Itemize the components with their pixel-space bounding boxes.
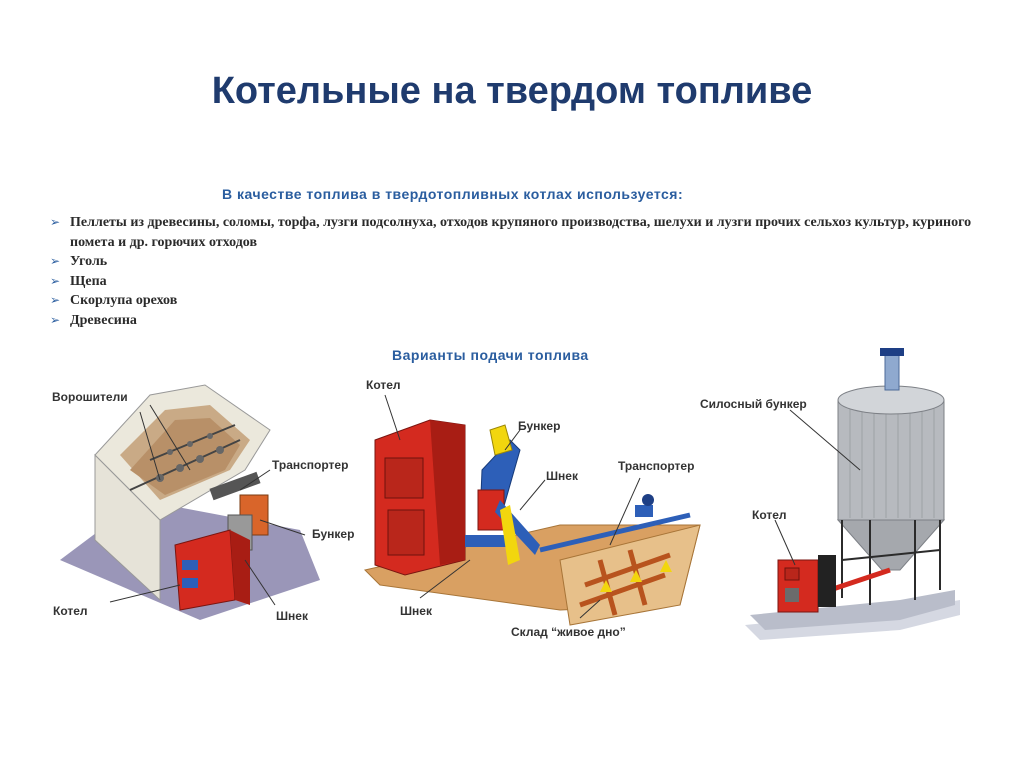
arrow-bullet-icon: ➢ (50, 254, 61, 268)
arrow-bullet-icon: ➢ (50, 312, 61, 327)
arrow-bullet-icon: ➢ (50, 273, 61, 288)
right-diagram-illustration (745, 348, 960, 640)
fuel-list: ➢Пеллеты из древесины, соломы, торфа, лу… (50, 213, 990, 330)
label-silo-bunker: Силосный бункер (700, 397, 807, 411)
fuel-heading: В качестве топлива в твердотопливных кот… (222, 186, 684, 202)
fuel-item: ➢Пеллеты из древесины, соломы, торфа, лу… (50, 215, 972, 250)
label-boiler: Котел (53, 604, 88, 618)
label-auger: Шнек (400, 604, 432, 618)
label-hopper: Бункер (518, 419, 561, 433)
label-hopper: Бункер (312, 527, 355, 541)
middle-diagram-illustration (364, 394, 701, 626)
fuel-item: ➢Щепа (50, 272, 990, 292)
arrow-bullet-icon: ➢ (50, 293, 61, 307)
feed-heading: Варианты подачи топлива (392, 347, 589, 363)
fuel-item: ➢Скорлупа орехов (50, 291, 990, 311)
fuel-item: ➢Уголь (50, 252, 990, 272)
label-conveyor: Транспортер (618, 459, 695, 473)
label-auger: Шнек (276, 609, 308, 623)
slide-title: Котельные на твердом топливе (211, 70, 813, 112)
label-agitators: Ворошители (52, 390, 128, 404)
arrow-bullet-icon: ➢ (50, 215, 61, 229)
left-diagram-illustration (60, 384, 320, 620)
label-auger: Шнек (546, 469, 578, 483)
fuel-item: ➢Древесина (50, 311, 990, 331)
label-boiler: Котел (752, 508, 787, 522)
label-boiler: Котел (366, 378, 401, 392)
label-conveyor: Транспортер (272, 458, 349, 472)
label-live-bottom-store: Склад “живое дно” (511, 625, 626, 639)
